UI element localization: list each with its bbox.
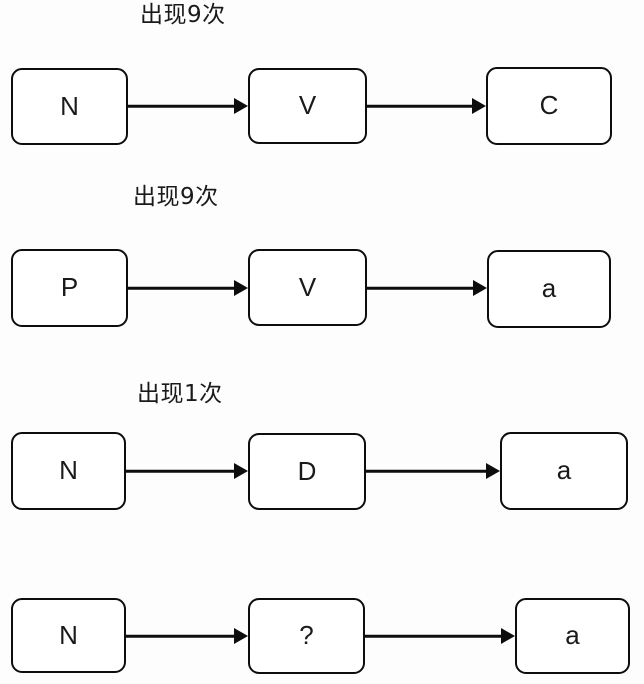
node-row2-col3: a (487, 250, 611, 328)
node-row1-col1: N (11, 68, 128, 145)
node-row3-col3-label: a (556, 455, 572, 485)
node-row4-col3-label: a (565, 620, 580, 650)
row-label-2: 出现9次 (133, 184, 219, 210)
node-row2-col2: V (248, 249, 367, 326)
node-row3-col2-label: D (297, 455, 317, 486)
node-row1-col3: C (486, 67, 612, 145)
row-label-1: 出现9次 (140, 2, 226, 28)
node-row3-col3: a (500, 432, 628, 510)
node-row1-col2-label: V (298, 90, 317, 120)
node-row3-col2: D (248, 433, 366, 510)
node-row2-col3-label: a (541, 273, 557, 303)
node-row4-col2: ? (248, 598, 365, 674)
row-label-3: 出现1次 (137, 381, 223, 407)
node-row3-col1: N (11, 432, 126, 510)
node-row4-col2-label: ? (299, 620, 314, 650)
node-row4-col1: N (11, 598, 126, 673)
node-row2-col2-label: V (298, 271, 317, 302)
node-row2-col1: P (11, 249, 128, 327)
node-row2-col1-label: P (60, 272, 79, 302)
node-row1-col2: V (248, 68, 367, 144)
node-row1-col1-label: N (60, 90, 79, 121)
node-row1-col3-label: C (539, 90, 559, 120)
node-row4-col3: a (515, 598, 630, 674)
node-row4-col1-label: N (59, 619, 78, 650)
node-row3-col1-label: N (59, 455, 78, 485)
